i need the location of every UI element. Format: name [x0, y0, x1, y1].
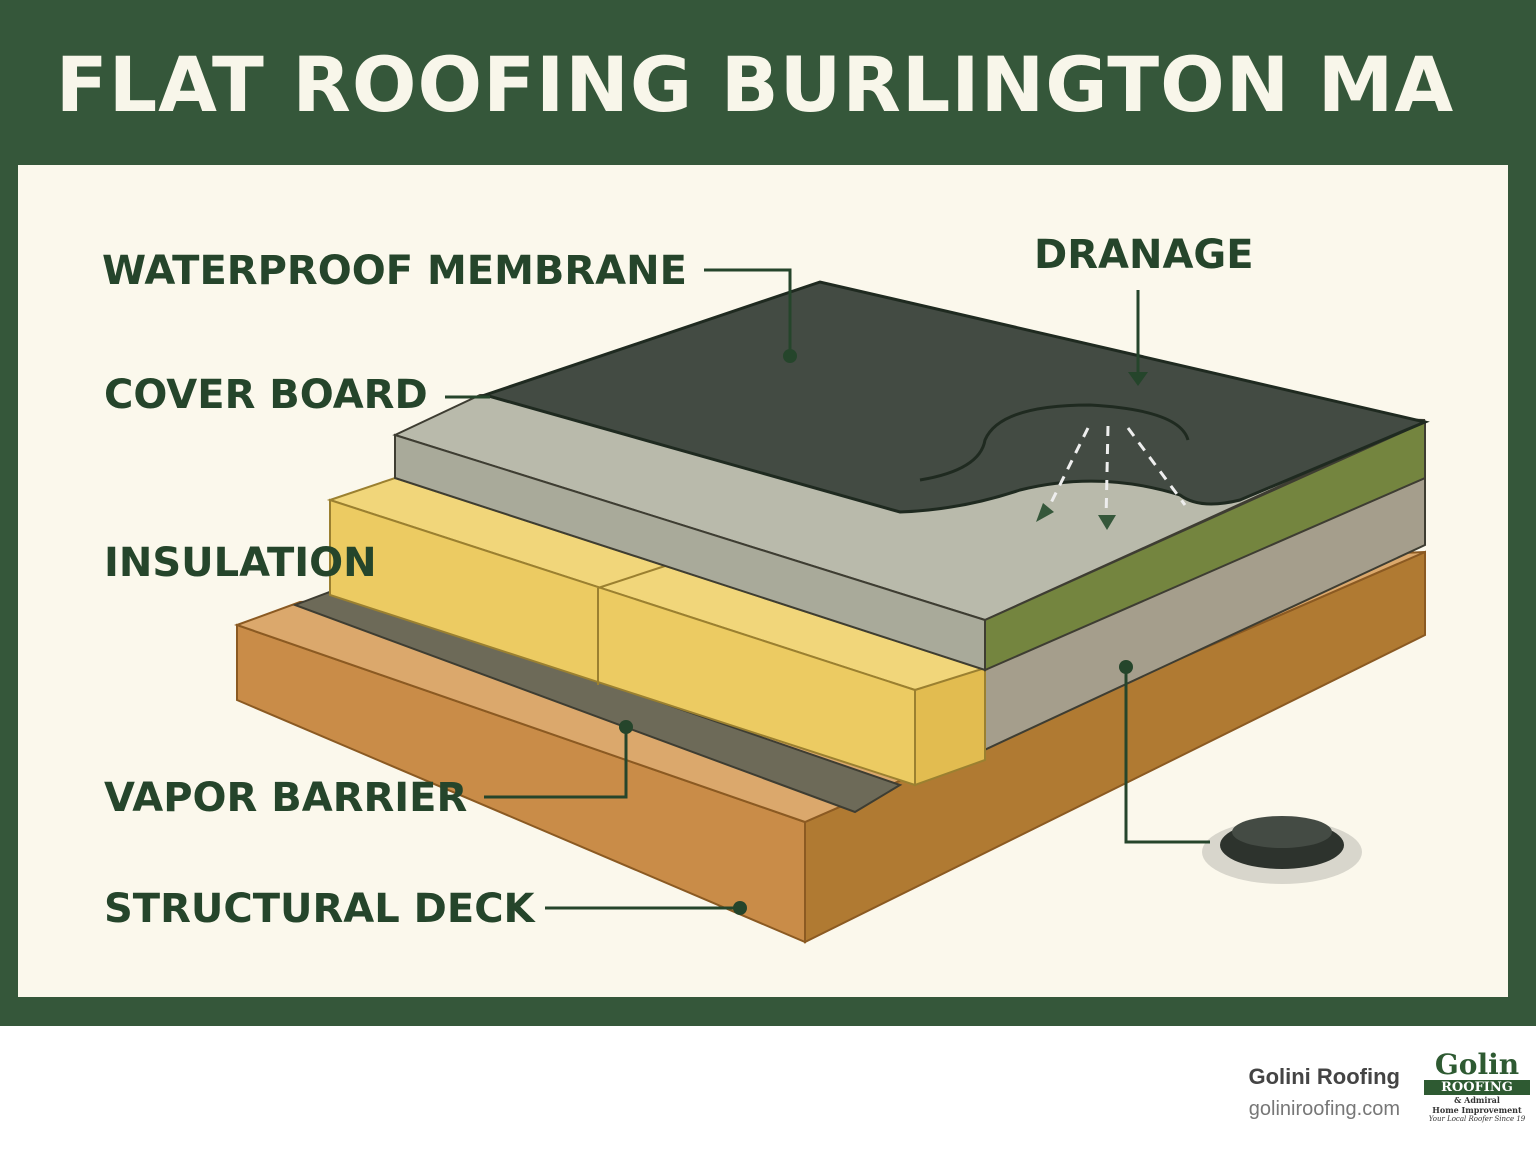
- leader-dots: [619, 349, 1148, 915]
- logo-sub1: & Admiral: [1454, 1095, 1500, 1105]
- roof-layers-diagram: [234, 268, 1430, 944]
- footer-url[interactable]: goliniroofing.com: [1248, 1098, 1400, 1120]
- logo-text: Golin: [1434, 1048, 1520, 1081]
- footer-company: Golini Roofing: [1248, 1064, 1400, 1089]
- label-cover-board: COVER BOARD: [104, 372, 428, 418]
- arrowheads: [1036, 503, 1116, 530]
- drain-scupper-curve: [919, 403, 1190, 482]
- logo-band: ROOFING: [1424, 1080, 1530, 1095]
- green-layer-right: [984, 420, 1426, 672]
- label-insulation: INSULATION: [104, 540, 377, 586]
- label-drainage: DRANAGE: [1034, 232, 1254, 278]
- logo-tagline: Your Local Roofer Since 19: [1428, 1115, 1526, 1123]
- leader-lines: [445, 268, 1210, 910]
- logo-sub2: Home Improvement: [1432, 1105, 1522, 1115]
- label-waterproof-membrane: WATERPROOF MEMBRANE: [102, 248, 687, 294]
- waterproof-membrane: [479, 280, 1430, 514]
- vapor-barrier: [292, 588, 903, 814]
- label-vapor-barrier: VAPOR BARRIER: [104, 775, 468, 821]
- insulation-side: [914, 666, 986, 787]
- insulation-seam-top: [597, 565, 666, 589]
- roof-drain-icon: [1202, 816, 1362, 884]
- drainage-flow-arrows: [1043, 425, 1187, 521]
- company-logo: Golin ROOFING & Admiral Home Improvement…: [1422, 1050, 1532, 1134]
- page-title: FLAT ROOFING BURLINGTON MA: [55, 40, 1455, 129]
- label-structural-deck: STRUCTURAL DECK: [104, 886, 535, 932]
